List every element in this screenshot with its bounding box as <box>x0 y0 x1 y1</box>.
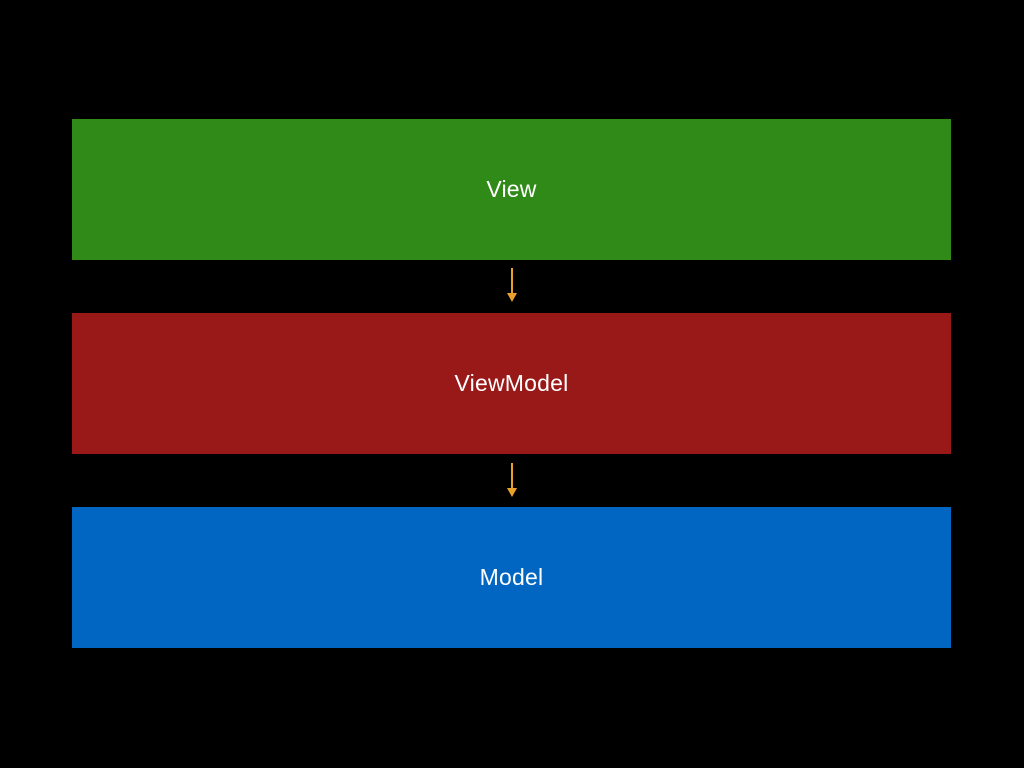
arrow-down-icon <box>507 463 517 497</box>
arrow-down-icon <box>507 268 517 302</box>
model-layer-label: Model <box>479 564 544 590</box>
view-layer-label: View <box>486 176 537 202</box>
viewmodel-layer-label: ViewModel <box>454 370 569 396</box>
viewmodel-layer-box: ViewModel <box>72 313 951 454</box>
model-layer-box: Model <box>72 507 951 648</box>
view-layer-box: View <box>72 119 951 260</box>
